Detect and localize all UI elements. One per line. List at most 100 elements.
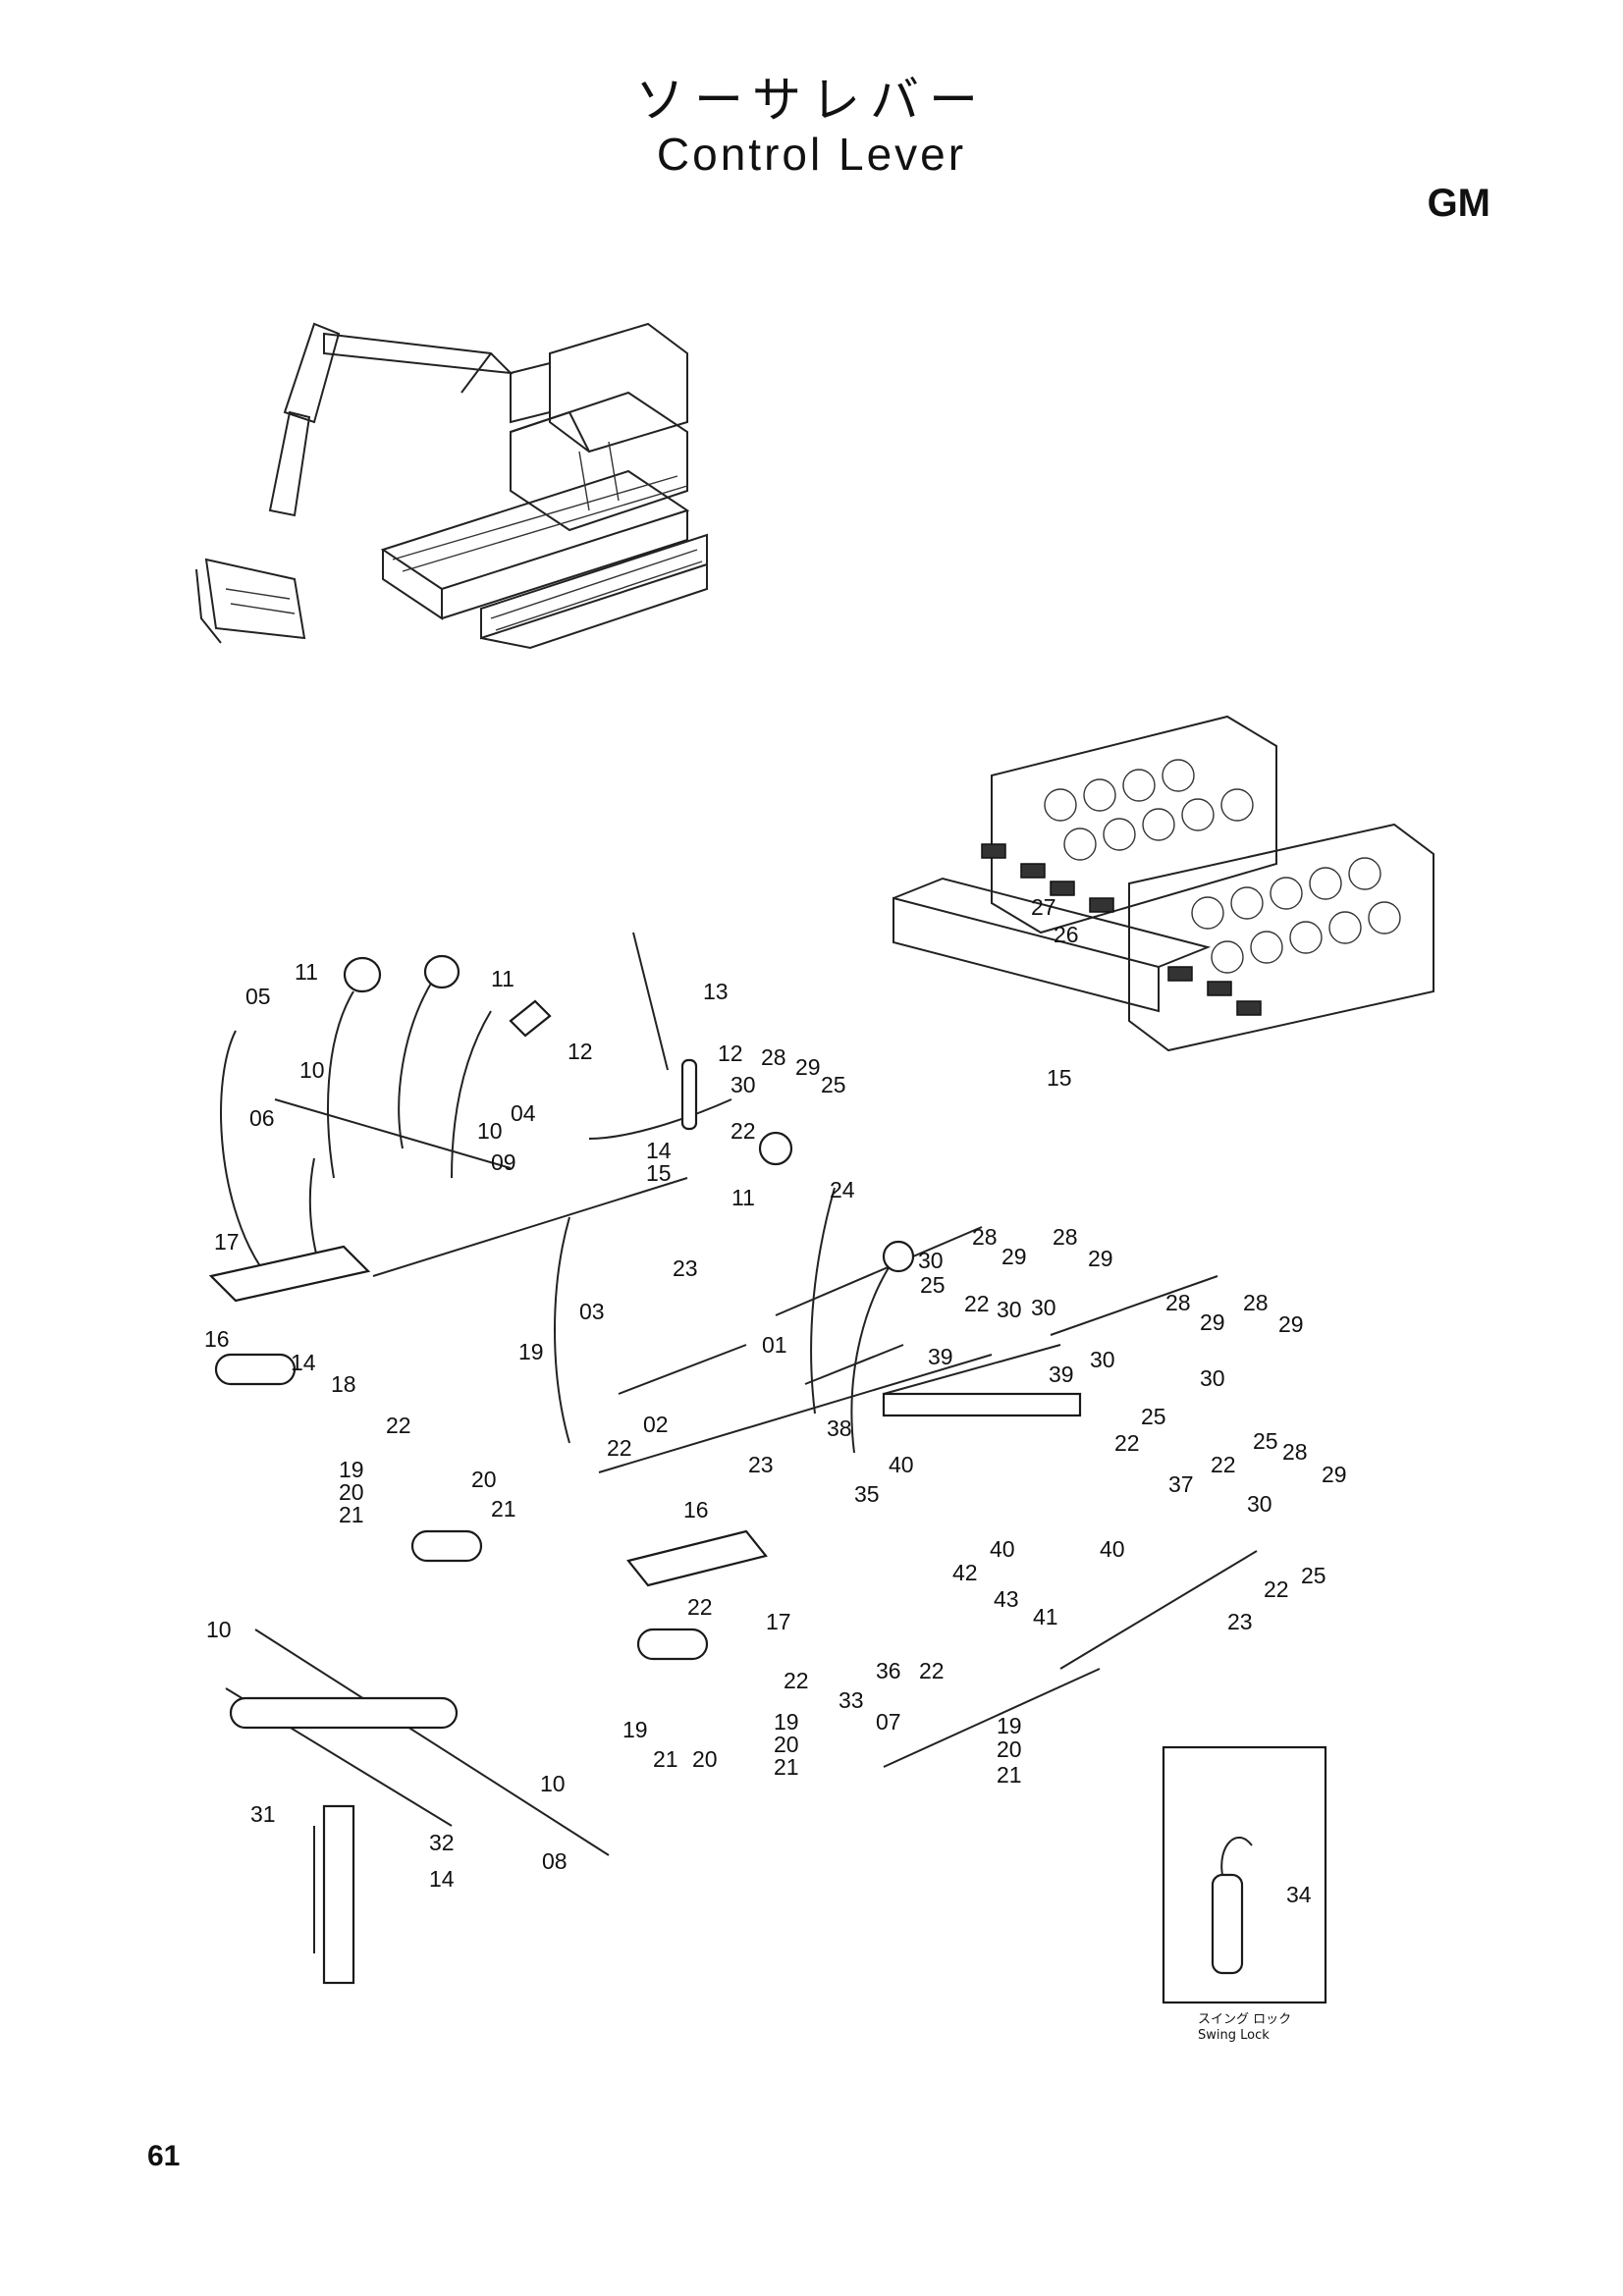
callout-label: 29 (1278, 1311, 1304, 1337)
callout-label: 12 (568, 1039, 593, 1064)
callout-label: 11 (491, 966, 514, 991)
callout-label: 01 (762, 1332, 787, 1358)
inset-caption-japanese: スイング ロック (1198, 2012, 1291, 2027)
callout-label: 40 (1100, 1536, 1125, 1562)
model-code: GM (1427, 182, 1490, 225)
callout-label: 22 (730, 1118, 756, 1144)
callout-label: 10 (477, 1118, 503, 1144)
page-title-english: Control Lever (656, 129, 967, 180)
excavator-illustration (195, 322, 708, 650)
lever-linkage (220, 932, 1258, 1953)
callout-label: 12 (718, 1041, 743, 1066)
callout-label: 29 (795, 1054, 821, 1080)
callout-label: 17 (214, 1229, 240, 1255)
callout-label: 22 (386, 1413, 411, 1438)
callout-label: 14 (646, 1138, 672, 1163)
callout-label: 30 (918, 1248, 944, 1273)
callout-label: 16 (683, 1497, 709, 1522)
callout-label: 25 (920, 1272, 946, 1298)
callout-label: 40 (990, 1536, 1015, 1562)
callout-label: 06 (249, 1105, 275, 1131)
callout-label: 11 (295, 959, 318, 985)
callout-label: 30 (730, 1072, 756, 1097)
callout-label: 22 (784, 1668, 809, 1693)
page-number: 61 (147, 2140, 181, 2172)
callout-label: 23 (673, 1255, 698, 1281)
callout-label: 14 (291, 1350, 316, 1375)
callout-label: 35 (854, 1481, 880, 1507)
callout-label: 39 (928, 1344, 953, 1369)
callout-label: 07 (876, 1709, 901, 1735)
callout-label: 05 (245, 984, 271, 1009)
callout-label: 22 (919, 1658, 945, 1683)
callout-label: 37 (1168, 1471, 1194, 1497)
callout-label: 28 (1165, 1290, 1191, 1315)
callout-label: 33 (839, 1687, 864, 1713)
callout-label: 20 (692, 1746, 718, 1772)
callout-label: 29 (1322, 1462, 1347, 1487)
callout-label: 15 (646, 1160, 672, 1186)
inset-part-number: 34 (1286, 1882, 1312, 1907)
callout-label: 29 (1088, 1246, 1113, 1271)
callout-labels: 11 11 05 10 12 13 12 28 29 30 25 04 06 1… (204, 894, 1347, 1892)
callout-label: 10 (299, 1057, 325, 1083)
callout-label: 42 (952, 1560, 978, 1585)
callout-label: 19 (622, 1717, 648, 1742)
callout-label: 20 (339, 1479, 364, 1505)
callout-label: 41 (1033, 1604, 1058, 1629)
callout-label: 03 (579, 1299, 605, 1324)
callout-label: 38 (827, 1415, 852, 1441)
callout-label: 30 (1031, 1295, 1056, 1320)
callout-label: 20 (471, 1467, 497, 1492)
swing-lock-pin (1211, 1836, 1253, 1975)
callout-label: 28 (1243, 1290, 1269, 1315)
callout-label: 14 (429, 1866, 455, 1892)
callout-label: 04 (511, 1100, 536, 1126)
callout-label: 20 (774, 1732, 799, 1757)
callout-label: 15 (1047, 1065, 1072, 1091)
callout-label: 18 (331, 1371, 356, 1397)
control-valve-assembly (893, 715, 1434, 1052)
callout-label: 30 (1247, 1491, 1272, 1517)
callout-label: 19 (339, 1457, 364, 1482)
callout-label: 21 (339, 1502, 364, 1527)
callout-label: 27 (1031, 894, 1056, 920)
callout-label: 26 (1054, 922, 1079, 947)
callout-label: 28 (1053, 1224, 1078, 1250)
callout-label: 25 (821, 1072, 846, 1097)
callout-label: 22 (687, 1594, 713, 1620)
lever-parts (208, 954, 1327, 2004)
callout-label: 20 (997, 1736, 1022, 1762)
callout-label: 29 (1200, 1309, 1225, 1335)
callout-label: 39 (1049, 1362, 1074, 1387)
callout-label: 23 (748, 1452, 774, 1477)
callout-label: 28 (761, 1044, 786, 1070)
callout-label: 24 (830, 1177, 855, 1202)
callout-label: 21 (774, 1754, 799, 1780)
callout-label: 21 (997, 1762, 1022, 1788)
callout-label: 25 (1253, 1428, 1278, 1454)
inset-caption-english: Swing Lock (1198, 2028, 1270, 2043)
callout-label: 31 (250, 1801, 276, 1827)
callout-label: 43 (994, 1586, 1019, 1612)
swing-lock-inset: 34 スイング ロック Swing Lock (1198, 1882, 1312, 2043)
callout-label: 08 (542, 1848, 568, 1874)
callout-label: 19 (774, 1709, 799, 1735)
callout-label: 16 (204, 1326, 230, 1352)
callout-label: 17 (766, 1609, 791, 1634)
callout-label: 23 (1227, 1609, 1253, 1634)
callout-label: 19 (518, 1339, 544, 1364)
callout-label: 22 (1264, 1576, 1289, 1602)
callout-label: 22 (1211, 1452, 1236, 1477)
callout-label: 40 (889, 1452, 914, 1477)
callout-label: 25 (1301, 1563, 1326, 1588)
callout-label: 22 (607, 1435, 632, 1461)
callout-label: 10 (206, 1617, 232, 1642)
callout-label: 21 (491, 1496, 516, 1522)
callout-label: 09 (491, 1149, 516, 1175)
callout-label: 30 (1090, 1347, 1115, 1372)
callout-label: 21 (653, 1746, 678, 1772)
callout-label: 36 (876, 1658, 901, 1683)
callout-label: 13 (703, 979, 729, 1004)
